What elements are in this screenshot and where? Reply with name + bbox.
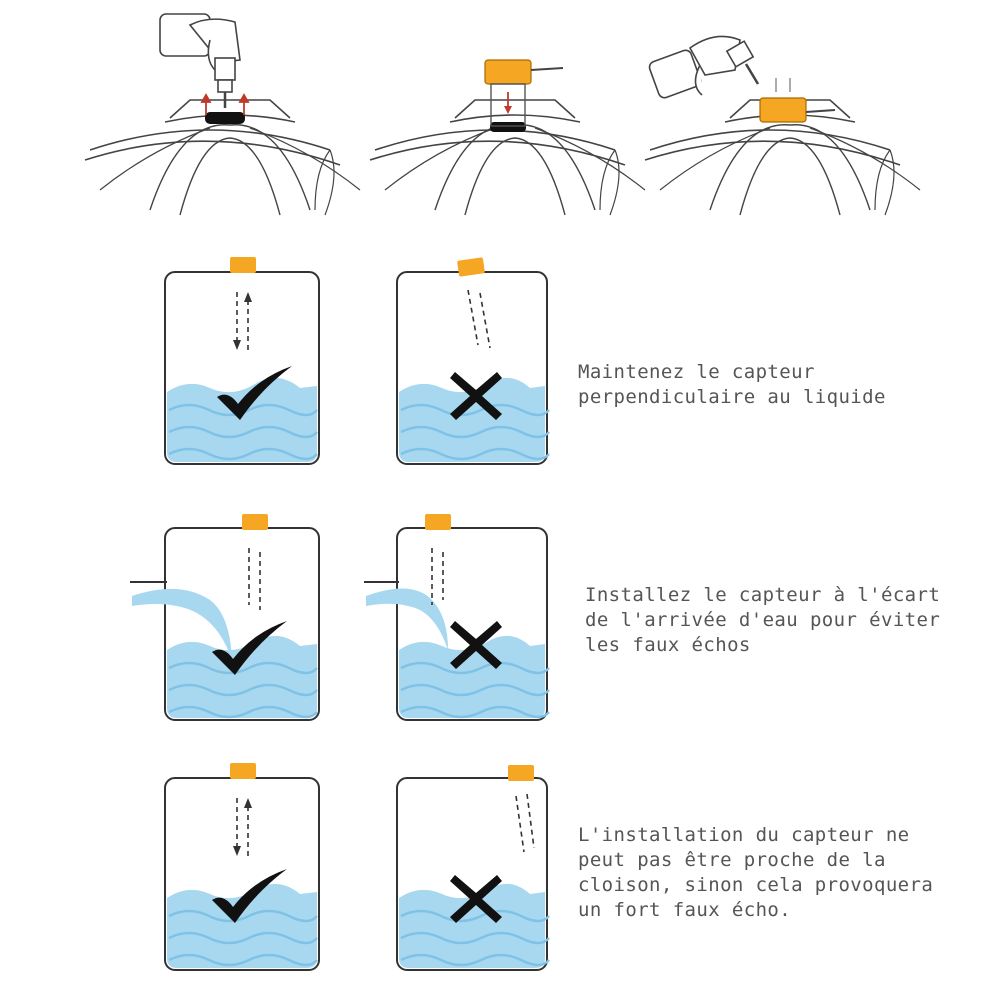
cross-icon xyxy=(450,621,502,669)
step-insert-sensor xyxy=(369,59,646,216)
caption-away-from-wall: L'installation du capteur ne peut pas êt… xyxy=(578,824,934,921)
tank-correct-away-from-inlet xyxy=(130,514,320,721)
check-icon xyxy=(212,869,287,923)
tank-wrong-near-wall xyxy=(396,765,551,971)
caption-perpendicular: Maintenez le capteur perpendiculaire au … xyxy=(578,361,886,408)
hole-marker xyxy=(205,112,245,124)
tank-correct-perpendicular xyxy=(164,257,320,465)
drill-tighten-icon xyxy=(648,35,760,99)
step-drill-hole xyxy=(84,13,361,216)
tank-correct-away-from-wall xyxy=(164,763,320,971)
sensor-insert-icon xyxy=(484,59,564,127)
sensor-mounted xyxy=(759,78,836,123)
lift-arrows xyxy=(200,93,250,115)
check-icon xyxy=(217,366,292,420)
caption-away-from-inlet: Installez le capteur à l'écart de l'arri… xyxy=(585,584,941,656)
tank-wrong-near-inlet xyxy=(364,514,551,721)
step-tighten-sensor xyxy=(644,35,921,216)
cross-icon xyxy=(450,372,502,420)
tank-wrong-tilted xyxy=(396,257,551,465)
cross-icon xyxy=(450,875,502,923)
check-icon xyxy=(212,621,287,675)
drill-icon xyxy=(159,13,241,108)
